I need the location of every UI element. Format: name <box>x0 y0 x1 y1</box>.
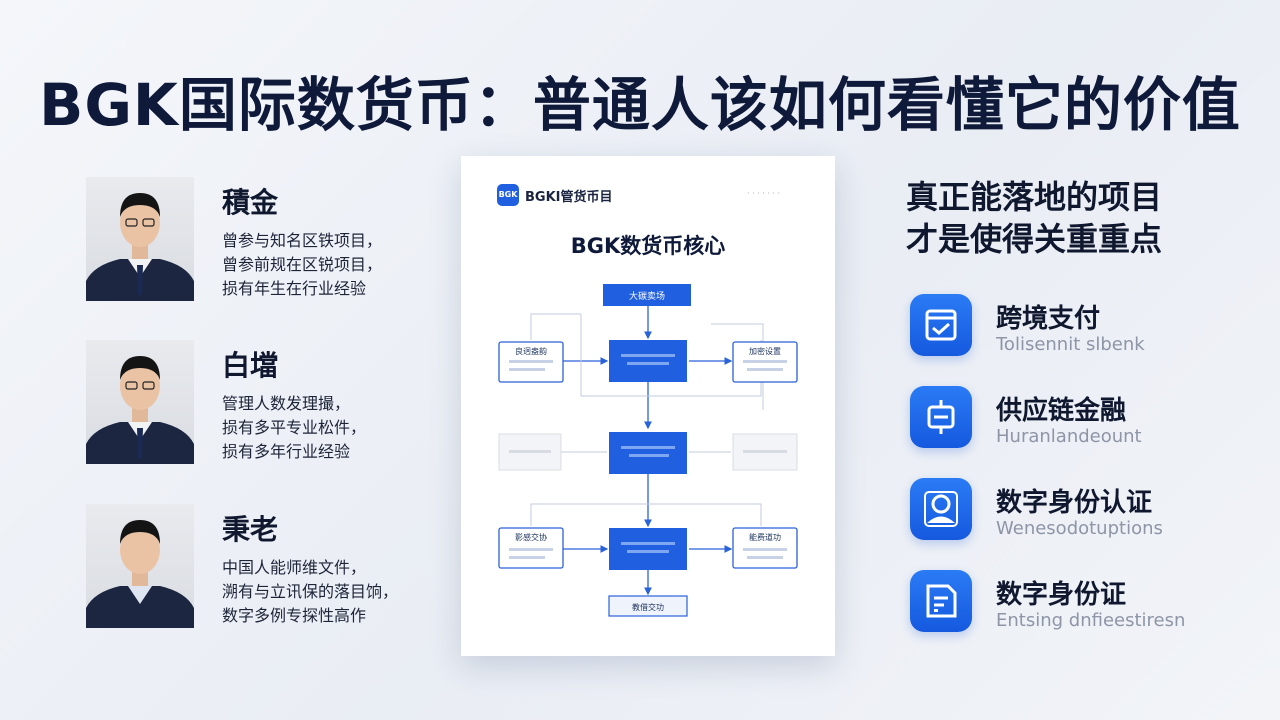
document-meta: · · · · · · · <box>747 189 781 198</box>
flow-node-top-label: 大碳卖场 <box>629 290 665 302</box>
section-title: 真正能落地的项目 才是使得关重重点 <box>906 178 1163 258</box>
whitepaper-document: BGK BGKI管货币目 · · · · · · · BGK数货币核心 <box>461 156 835 656</box>
flow-node-bottom <box>608 595 688 617</box>
link-icon <box>910 386 972 448</box>
feature-name: 数字身份认证 <box>996 488 1153 518</box>
member-name: 白壋 <box>222 349 279 382</box>
user-icon <box>910 478 972 540</box>
document-title: BGK数货币核心 <box>570 234 726 258</box>
avatar <box>86 177 194 301</box>
feature-digital-id: 数字身份证 Entsing dnfieestiresn <box>910 570 1250 634</box>
feature-cross-border-payment: 跨境支付 Tolisennit slbenk <box>910 294 1250 358</box>
feature-subtitle: Wenesodotuptions <box>996 518 1163 539</box>
flow-node-core-2 <box>609 432 687 474</box>
flow-node-core-3 <box>609 528 687 570</box>
member-name: 秉老 <box>222 513 279 546</box>
feature-name: 跨境支付 <box>996 304 1101 334</box>
flow-node-left-1-label: 良迥盎韵 <box>515 346 547 356</box>
avatar <box>86 340 194 464</box>
feature-subtitle: Entsing dnfieestiresn <box>996 610 1186 631</box>
page-title: BGK国际数货币：普通人该如何看懂它的价值 <box>39 71 1241 139</box>
checkbox-icon <box>910 294 972 356</box>
team-member-3: 秉老 中国人能师维文件， 溯有与立讯保的落目饷， 数字多例专探性高作 <box>86 504 426 629</box>
team-member-1: 積金 曾参与知名区铁项目， 曾参前规在区锐项目， 损有年生在行业经验 <box>86 177 426 302</box>
feature-subtitle: Tolisennit slbenk <box>996 334 1145 355</box>
feature-subtitle: Huranlandeount <box>996 426 1142 447</box>
flow-node-bottom-label: 教借交功 <box>632 602 664 612</box>
flow-node-right-1-label: 加密设置 <box>749 346 781 356</box>
flow-diagram: 大碳卖场 良迥盎韵 加密设置 影感交协 能费道功 教借交功 <box>498 284 798 617</box>
brand-logo: BGK <box>497 184 519 206</box>
member-description: 曾参与知名区铁项目， 曾参前规在区锐项目， 损有年生在行业经验 <box>222 231 383 298</box>
document-icon <box>910 570 972 632</box>
team-member-2: 白壋 管理人数发理撮， 损有多平专业松件， 损有多年行业经验 <box>86 340 426 465</box>
flow-node-left-3-label: 影感交协 <box>515 532 547 542</box>
flow-node-top <box>603 284 691 306</box>
avatar <box>86 504 194 628</box>
flow-node-core-1 <box>609 340 687 382</box>
member-description: 中国人能师维文件， 溯有与立讯保的落目饷， 数字多例专探性高作 <box>222 558 399 625</box>
feature-name: 供应链金融 <box>996 396 1127 426</box>
member-name: 積金 <box>222 186 279 219</box>
feature-name: 数字身份证 <box>996 580 1127 610</box>
member-description: 管理人数发理撮， 损有多平专业松件， 损有多年行业经验 <box>222 394 367 461</box>
flow-node-right-3-label: 能费道功 <box>749 532 781 542</box>
document-brand: BGKI管货币目 <box>525 190 613 205</box>
feature-supply-chain-finance: 供应链金融 Huranlandeount <box>910 386 1250 450</box>
feature-digital-id-auth: 数字身份认证 Wenesodotuptions <box>910 478 1250 542</box>
